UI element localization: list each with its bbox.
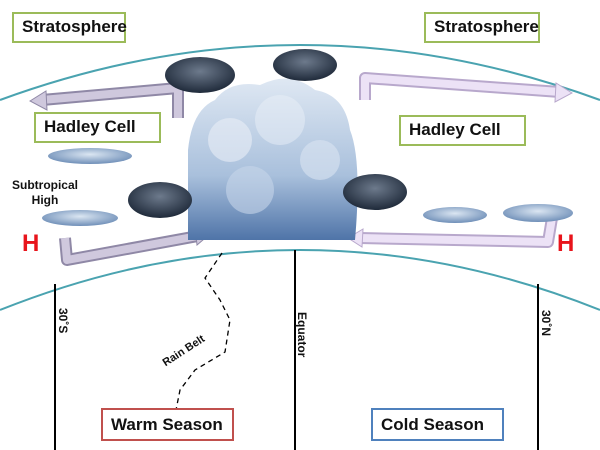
earth-surface-arc [0,249,600,311]
high-pressure-right: H [557,230,575,257]
storm-cloud-icons [128,49,407,218]
cumulonimbus-cloud-icon [188,78,358,240]
upper-left-arrowhead [28,90,48,111]
stratosphere-label-right: Stratosphere [424,12,540,43]
latitude-label-30s: 30˚S [56,308,70,334]
cold-season-label: Cold Season [371,408,504,441]
equator-label: Equator [295,312,309,358]
stratosphere-label-left: Stratosphere [12,12,127,43]
hadley-cell-label-right: Hadley Cell [399,115,526,146]
rain-belt-line [174,252,231,416]
high-pressure-left: H [22,230,40,257]
warm-season-label: Warm Season [101,408,234,441]
light-cloud-icons [42,148,573,226]
upper-right-arrowhead [554,82,574,103]
latitude-label-30n: 30˚N [539,310,553,337]
hadley-cell-label-left: Hadley Cell [34,112,161,143]
stratosphere-boundary-arc [0,44,600,101]
subtropical-high-label: Subtropical High [11,178,78,207]
